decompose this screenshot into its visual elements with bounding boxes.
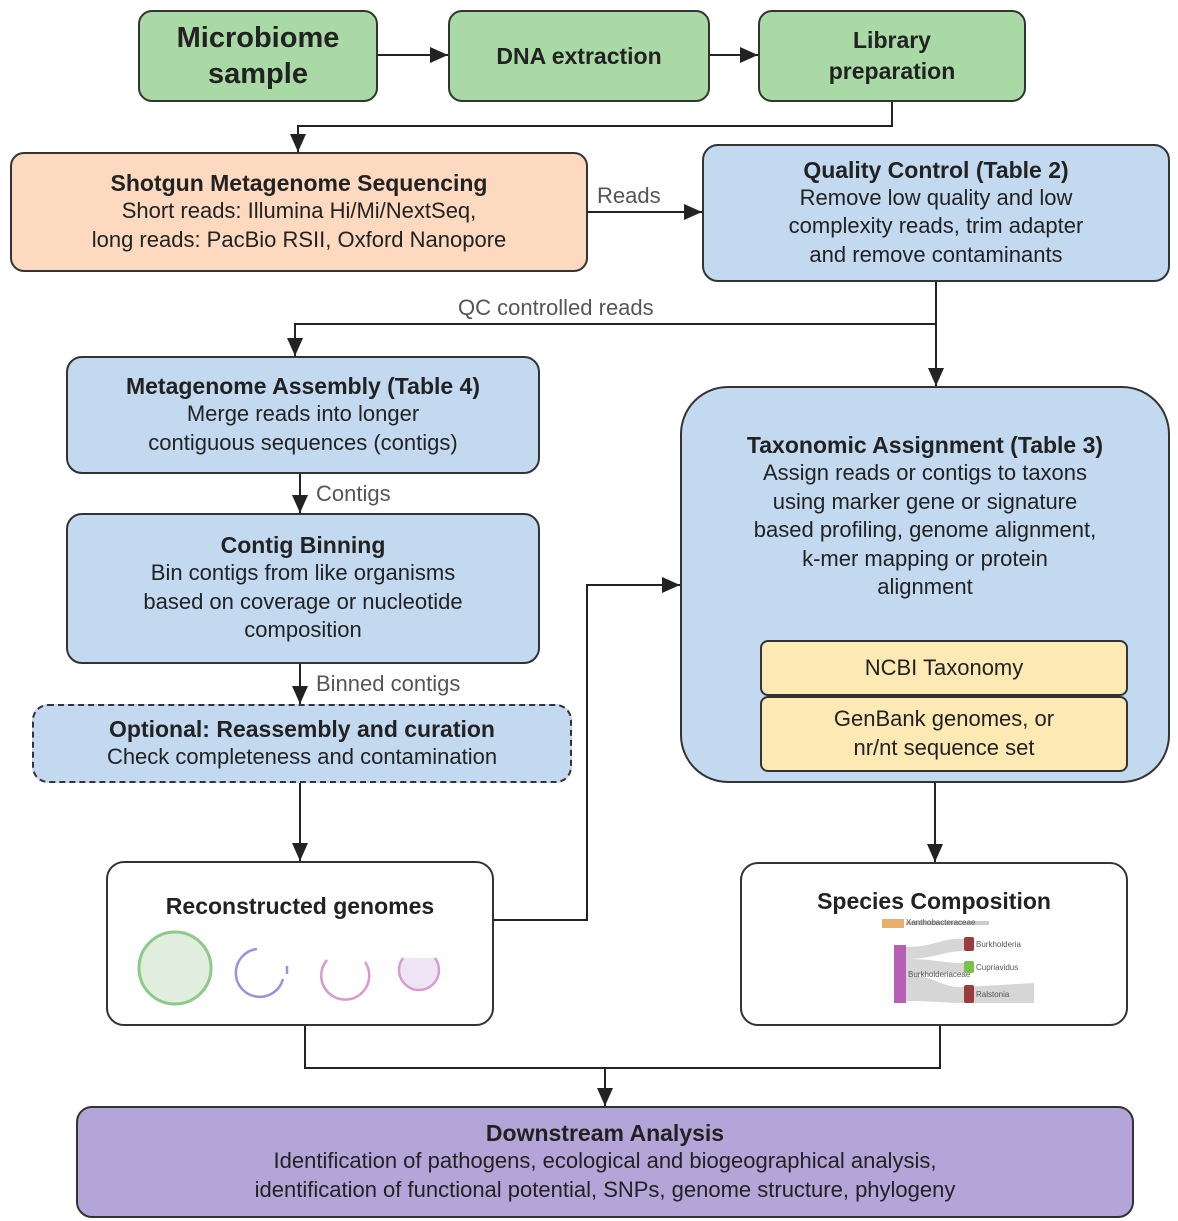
shotgun-line1: Short reads: Illumina Hi/Mi/NextSeq, — [121, 197, 477, 223]
optional-title: Optional: Reassembly and curation — [109, 715, 495, 742]
microbiome-sample-box: Microbiome sample — [138, 10, 378, 102]
binning-line2: based on coverage or nucleotide — [143, 588, 463, 614]
downstream-analysis-box: Downstream Analysis Identification of pa… — [76, 1106, 1134, 1218]
sankey-node-genus1 — [964, 937, 974, 951]
genbank-line2: nr/nt sequence set — [853, 735, 1035, 760]
library-preparation-box: Library preparation — [758, 10, 1026, 102]
library-preparation-title: Library preparation — [828, 26, 956, 84]
complete-genome-circle — [137, 930, 213, 1006]
qc-line3: and remove contaminants — [809, 241, 1063, 267]
sankey-label-genus1: Burkholderia — [976, 940, 1021, 949]
optional-line1: Check completeness and contamination — [106, 743, 498, 769]
edge-genomes-taxonomic — [493, 577, 680, 921]
binning-line3: composition — [244, 617, 362, 643]
downstream-title: Downstream Analysis — [485, 1119, 725, 1146]
taxonomic-line1: Assign reads or contigs to taxons — [762, 460, 1088, 485]
downstream-line2: identification of functional potential, … — [254, 1176, 956, 1202]
binned-contigs-label: Binned contigs — [316, 671, 461, 696]
assembly-title: Metagenome Assembly (Table 4) — [125, 372, 481, 399]
taxonomic-title: Taxonomic Assignment (Table 3) — [746, 432, 1104, 458]
assembly-line1: Merge reads into longer — [186, 400, 420, 426]
taxonomic-line4: k-mer mapping or protein — [802, 545, 1048, 571]
reconstructed-genomes-box: Reconstructed genomes — [106, 861, 494, 1026]
optional-reassembly-box: Optional: Reassembly and curation Check … — [32, 704, 572, 783]
edge-qc-assembly — [287, 282, 937, 356]
contigs-label: Contigs — [316, 481, 391, 506]
genomes-title: Reconstructed genomes — [165, 893, 435, 919]
partial-genome-arc-3 — [397, 957, 441, 992]
sankey-node-genus2 — [964, 961, 974, 973]
metagenome-assembly-box: Metagenome Assembly (Table 4) Merge read… — [66, 356, 540, 474]
sankey-node-root — [882, 919, 904, 928]
ncbi-taxonomy-database: NCBI Taxonomy — [760, 640, 1128, 696]
shotgun-line2: long reads: PacBio RSII, Oxford Nanopore — [91, 226, 507, 252]
shotgun-sequencing-box: Shotgun Metagenome Sequencing Short read… — [10, 152, 588, 272]
sankey-node-genus3 — [964, 985, 974, 1003]
binning-title: Contig Binning — [220, 532, 386, 559]
sankey-node-family — [894, 945, 906, 1003]
species-title: Species Composition — [817, 888, 1051, 914]
species-composition-box: Species Composition Xanthobacteraceae Bu… — [740, 862, 1128, 1026]
sankey-flow-cupriavidus — [906, 959, 964, 975]
microbiome-sample-title: Microbiome sample — [176, 21, 340, 90]
ncbi-taxonomy-label: NCBI Taxonomy — [864, 655, 1024, 680]
taxonomic-line5: alignment — [877, 574, 973, 600]
shotgun-title: Shotgun Metagenome Sequencing — [110, 169, 488, 196]
edge-library-shotgun — [290, 100, 893, 152]
partial-genome-arc-1 — [234, 947, 285, 999]
quality-control-box: Quality Control (Table 2) Remove low qua… — [702, 144, 1170, 282]
qc-reads-label: QC controlled reads — [458, 295, 654, 320]
qc-line2: complexity reads, trim adapter — [788, 213, 1084, 239]
qc-line1: Remove low quality and low — [799, 184, 1073, 210]
binning-line1: Bin contigs from like organisms — [150, 560, 456, 586]
dna-extraction-box: DNA extraction — [448, 10, 710, 102]
genbank-line1: GenBank genomes, or — [833, 706, 1055, 732]
genome-circles-illustration — [137, 930, 441, 1006]
sankey-label-root: Xanthobacteraceae — [906, 918, 976, 927]
dna-extraction-title: DNA extraction — [496, 42, 662, 69]
assembly-line2: contiguous sequences (contigs) — [148, 429, 458, 455]
sankey-label-genus2: Cupriavidus — [976, 963, 1018, 972]
taxonomic-line2: using marker gene or signature — [772, 488, 1078, 514]
qc-title: Quality Control (Table 2) — [803, 156, 1069, 183]
reads-label: Reads — [597, 183, 661, 208]
genbank-database: GenBank genomes, or nr/nt sequence set — [760, 696, 1128, 772]
sankey-flow-burkholderia — [906, 938, 964, 959]
downstream-line1: Identification of pathogens, ecological … — [273, 1147, 937, 1173]
contig-binning-box: Contig Binning Bin contigs from like org… — [66, 513, 540, 664]
sankey-label-family: Burkholderiaceae — [908, 970, 971, 979]
taxonomic-line3: based profiling, genome alignment, — [753, 517, 1097, 543]
partial-genome-arc-2 — [320, 959, 371, 1001]
sankey-illustration: Xanthobacteraceae Burkholderiaceae Burkh… — [882, 918, 1034, 1003]
sankey-label-genus3: Ralstonia — [976, 990, 1010, 999]
edge-genomes-downstream — [304, 1026, 941, 1069]
